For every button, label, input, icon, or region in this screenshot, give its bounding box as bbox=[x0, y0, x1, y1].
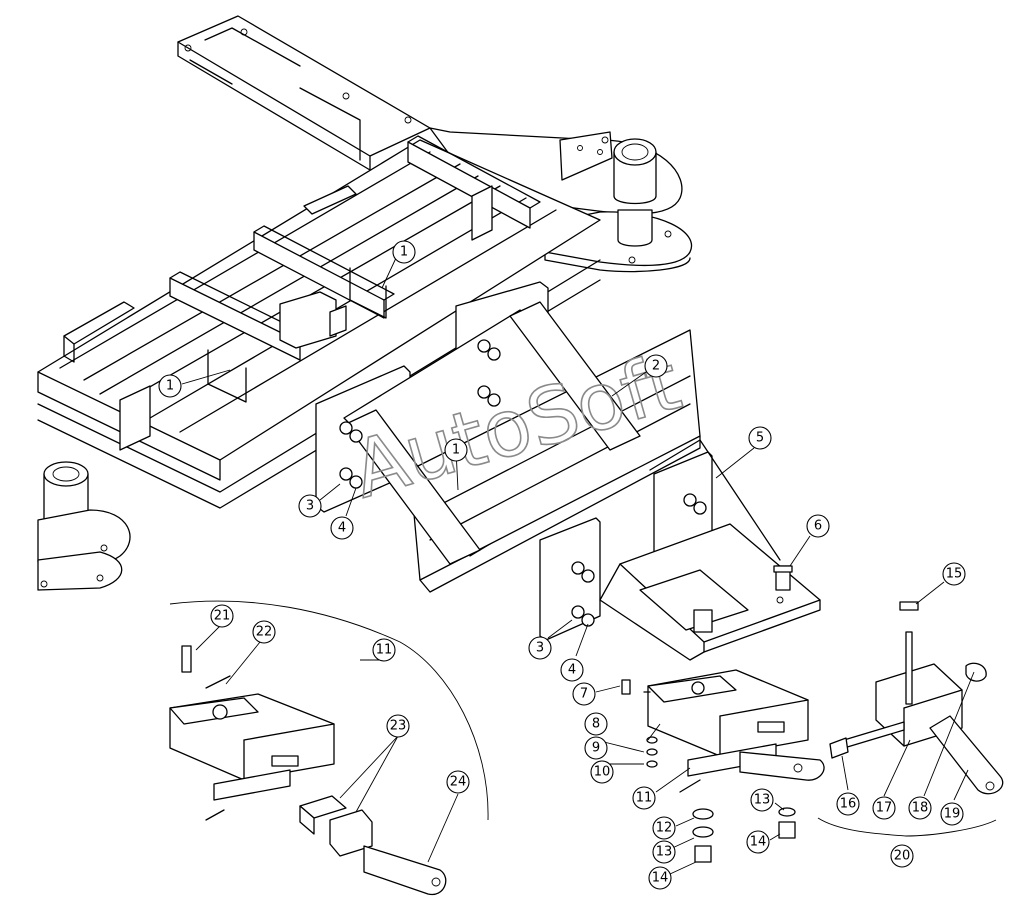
mounting-plate bbox=[599, 439, 821, 661]
svg-text:9: 9 bbox=[592, 741, 600, 756]
svg-text:11: 11 bbox=[636, 791, 653, 806]
svg-text:2: 2 bbox=[652, 359, 660, 374]
hitch-tongue bbox=[315, 281, 713, 641]
svg-text:16: 16 bbox=[840, 797, 857, 812]
svg-text:3: 3 bbox=[306, 499, 314, 514]
callout-3: 3 bbox=[528, 636, 552, 660]
svg-text:14: 14 bbox=[652, 871, 669, 886]
svg-text:19: 19 bbox=[944, 807, 961, 822]
svg-text:1: 1 bbox=[166, 379, 174, 394]
svg-text:6: 6 bbox=[814, 519, 822, 534]
callout-4: 4 bbox=[560, 658, 584, 682]
svg-text:4: 4 bbox=[568, 663, 576, 678]
callout-21: 21 bbox=[210, 604, 234, 628]
svg-text:15: 15 bbox=[946, 567, 963, 582]
callout-9: 9 bbox=[584, 736, 608, 760]
callout-6: 6 bbox=[806, 514, 830, 538]
svg-text:10: 10 bbox=[594, 765, 611, 780]
svg-text:13: 13 bbox=[754, 793, 771, 808]
callout-1: 1 bbox=[392, 240, 416, 264]
hitch-assembly-detail bbox=[169, 645, 447, 896]
lower-hardware bbox=[621, 679, 796, 863]
svg-text:22: 22 bbox=[256, 625, 273, 640]
callout-24: 24 bbox=[446, 770, 470, 794]
callout-19: 19 bbox=[940, 802, 964, 826]
detail-boundary bbox=[169, 600, 489, 821]
callout-2: 2 bbox=[644, 354, 668, 378]
callout-13: 13 bbox=[750, 788, 774, 812]
svg-text:8: 8 bbox=[592, 717, 600, 732]
hitch-assembly-right bbox=[647, 669, 825, 793]
callout-14: 14 bbox=[648, 866, 672, 890]
callout-11: 11 bbox=[372, 638, 396, 662]
callout-7: 7 bbox=[572, 682, 596, 706]
svg-text:12: 12 bbox=[656, 821, 673, 836]
callout-8: 8 bbox=[584, 712, 608, 736]
callout-13: 13 bbox=[652, 840, 676, 864]
callout-10: 10 bbox=[590, 760, 614, 784]
svg-text:21: 21 bbox=[214, 609, 231, 624]
callout-1: 1 bbox=[444, 438, 468, 462]
upper-arm bbox=[177, 15, 431, 171]
callout-1: 1 bbox=[158, 374, 182, 398]
callout-11: 11 bbox=[632, 786, 656, 810]
svg-text:1: 1 bbox=[400, 245, 408, 260]
svg-text:11: 11 bbox=[376, 643, 393, 658]
callout-23: 23 bbox=[386, 714, 410, 738]
callout-3: 3 bbox=[298, 494, 322, 518]
callout-14: 14 bbox=[746, 830, 770, 854]
svg-text:5: 5 bbox=[756, 431, 764, 446]
svg-text:18: 18 bbox=[912, 801, 929, 816]
svg-text:24: 24 bbox=[450, 775, 467, 790]
callout-18: 18 bbox=[908, 796, 932, 820]
svg-text:20: 20 bbox=[894, 849, 911, 864]
svg-text:13: 13 bbox=[656, 845, 673, 860]
callout-20: 20 bbox=[890, 844, 914, 868]
svg-text:17: 17 bbox=[876, 801, 893, 816]
callout-5: 5 bbox=[748, 426, 772, 450]
mounting-bolts bbox=[339, 339, 707, 627]
callout-22: 22 bbox=[252, 620, 276, 644]
svg-text:23: 23 bbox=[390, 719, 407, 734]
svg-text:3: 3 bbox=[536, 641, 544, 656]
callout-17: 17 bbox=[872, 796, 896, 820]
callout-16: 16 bbox=[836, 792, 860, 816]
callout-12: 12 bbox=[652, 816, 676, 840]
leader-lines bbox=[181, 257, 975, 875]
svg-text:14: 14 bbox=[750, 835, 767, 850]
svg-text:7: 7 bbox=[580, 687, 588, 702]
svg-text:1: 1 bbox=[452, 443, 460, 458]
svg-text:4: 4 bbox=[338, 521, 346, 536]
callouts: 1 1 1 2 3 3 4 4 5 6 7 8 9 10 11 11 12 13… bbox=[158, 240, 966, 890]
callout-4: 4 bbox=[330, 516, 354, 540]
callout-15: 15 bbox=[942, 562, 966, 586]
